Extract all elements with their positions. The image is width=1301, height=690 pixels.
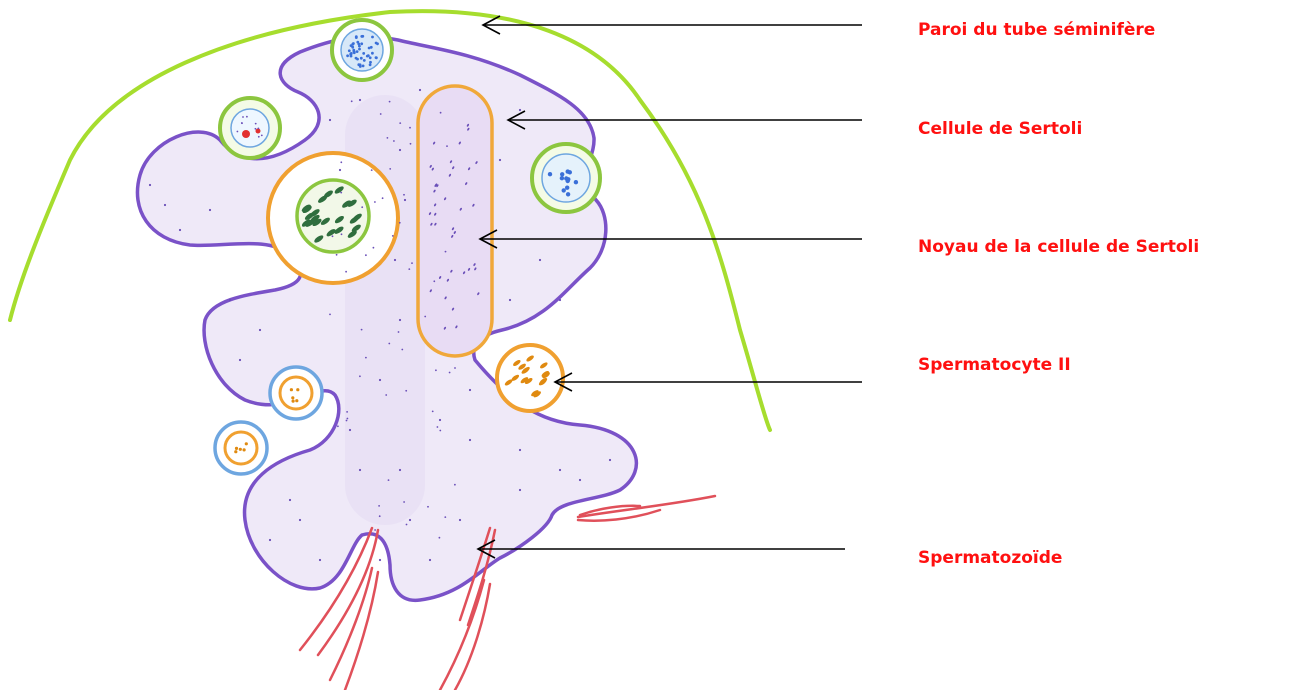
arrow-spermatocyte-two xyxy=(555,373,862,391)
label-tube-wall: Paroi du tube séminifère xyxy=(918,20,1155,40)
arrow-spermatozoa xyxy=(478,540,845,558)
label-sertoli-nucleus: Noyau de la cellule de Sertoli xyxy=(918,237,1199,257)
spermatid-lower xyxy=(215,422,267,474)
spermatogonia-top xyxy=(332,20,392,80)
spermatocyte-two xyxy=(497,345,563,411)
spermatid-upper xyxy=(270,367,322,419)
label-spermatocyte-two: Spermatocyte II xyxy=(918,355,1071,375)
arrow-wall xyxy=(483,16,862,34)
spermatocyte-one xyxy=(268,153,398,283)
label-spermatozoa: Spermatozoïde xyxy=(918,548,1062,568)
sertoli-nucleus xyxy=(418,86,492,356)
label-sertoli-cell: Cellule de Sertoli xyxy=(918,119,1082,139)
spermatogonia-right xyxy=(532,144,600,212)
spermatogonia-left xyxy=(220,98,280,158)
